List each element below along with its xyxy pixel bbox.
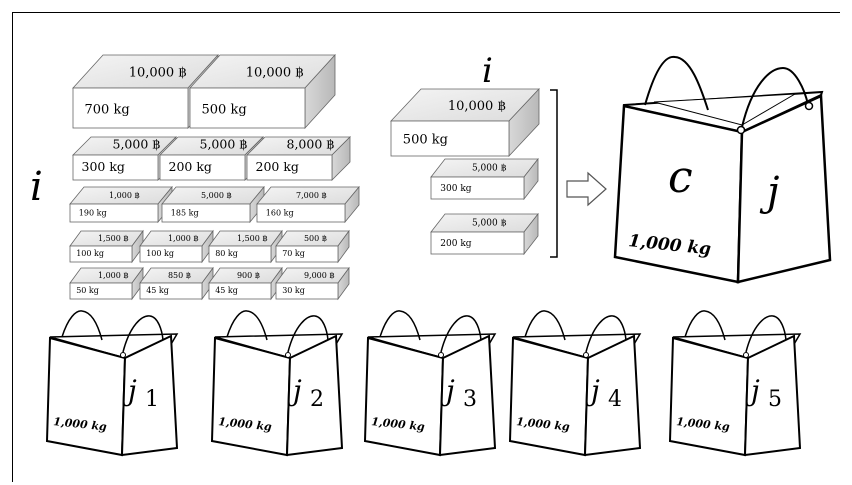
item-value: 850 ฿ xyxy=(168,271,191,280)
item-weight: 50 kg xyxy=(76,286,99,295)
item-weight: 500 kg xyxy=(403,132,448,147)
item-value: 900 ฿ xyxy=(237,271,260,280)
item-index-symbol-selected: i xyxy=(482,51,493,91)
item-value: 1,000 ฿ xyxy=(109,191,140,200)
selection-bracket xyxy=(550,90,557,257)
capacity-symbol: c xyxy=(668,152,693,203)
item-weight: 200 kg xyxy=(169,159,212,174)
selected-items: 10,000 ฿500 kg5,000 ฿300 kg5,000 ฿200 kg xyxy=(391,89,539,254)
bag-front-panel xyxy=(510,338,588,455)
selected-item-box: 10,000 ฿ 500 kg xyxy=(391,89,539,156)
item-value: 8,000 ฿ xyxy=(287,137,335,152)
item-value: 5,000 ฿ xyxy=(200,137,248,152)
bin-subscript: 4 xyxy=(608,387,622,412)
item-value: 10,000 ฿ xyxy=(246,65,304,80)
item-value: 9,000 ฿ xyxy=(304,271,335,280)
item-box: 500 ฿ 70 kg xyxy=(276,231,349,262)
bag-front-panel xyxy=(212,338,290,455)
selected-item-box: 5,000 ฿200 kg xyxy=(431,214,538,254)
item-weight: 200 kg xyxy=(256,159,299,174)
item-weight: 185 kg xyxy=(171,209,199,218)
item-weight: 100 kg xyxy=(146,249,174,258)
item-value: 1,000 ฿ xyxy=(98,271,129,280)
item-value: 5,000 ฿ xyxy=(201,191,232,200)
item-weight: 160 kg xyxy=(266,209,294,218)
bag-front-panel xyxy=(47,338,125,455)
item-box: 1,000 ฿ 100 kg xyxy=(140,231,213,262)
item-weight: 700 kg xyxy=(85,103,130,118)
item-weight: 100 kg xyxy=(76,249,104,258)
item-box: 5,000 ฿185 kg xyxy=(162,187,264,222)
item-box: 8,000 ฿ 200 kg xyxy=(247,137,350,180)
item-box: 1,500 ฿ 100 kg xyxy=(70,231,143,262)
item-box: 850 ฿ 45 kg xyxy=(140,268,213,299)
item-index-symbol-left: i xyxy=(30,164,43,210)
bag-front-panel xyxy=(670,338,748,455)
item-value: 1,500 ฿ xyxy=(237,234,268,243)
item-value: 500 ฿ xyxy=(304,234,327,243)
item-value: 10,000 ฿ xyxy=(129,65,187,80)
item-box: 10,000 ฿ 500 kg xyxy=(190,55,335,128)
item-weight: 70 kg xyxy=(282,249,305,258)
bags-row: j11,000 kg j21,000 kgj31,000 kgj41,000 kg… xyxy=(47,311,800,455)
item-weight: 45 kg xyxy=(146,286,169,295)
item-weight: 30 kg xyxy=(282,286,305,295)
item-value: 7,000 ฿ xyxy=(296,191,327,200)
right-arrow-icon xyxy=(567,173,606,205)
item-box: 900 ฿ 45 kg xyxy=(209,268,282,299)
item-box: 1,000 ฿ 50 kg xyxy=(70,268,143,299)
bin-subscript: 3 xyxy=(463,387,477,412)
item-weight: 500 kg xyxy=(202,103,247,118)
item-value: 1,500 ฿ xyxy=(98,234,129,243)
selected-item-box: 5,000 ฿300 kg xyxy=(431,159,538,199)
item-weight: 300 kg xyxy=(440,184,471,194)
item-box: 1,000 ฿190 kg xyxy=(70,187,172,222)
bin-subscript: 2 xyxy=(310,387,324,412)
item-box: 9,000 ฿ 30 kg xyxy=(276,268,349,299)
item-weight: 45 kg xyxy=(215,286,238,295)
item-weight: 190 kg xyxy=(79,209,107,218)
main-bag: c j 1,000 kg xyxy=(615,57,830,282)
item-weight: 300 kg xyxy=(82,159,125,174)
bin-subscript: 5 xyxy=(768,387,782,412)
item-value: 5,000 ฿ xyxy=(472,219,507,229)
item-value: 10,000 ฿ xyxy=(448,99,506,114)
item-box: 7,000 ฿160 kg xyxy=(257,187,359,222)
item-value: 5,000 ฿ xyxy=(113,137,161,152)
bag-front-panel xyxy=(365,338,443,455)
item-weight: 200 kg xyxy=(440,239,471,249)
items-grid: 10,000 ฿ 700 kg 10,000 ฿ 500 kg 5,000 ฿ 300 k… xyxy=(70,55,359,299)
item-value: 5,000 ฿ xyxy=(472,164,507,174)
bin-subscript: 1 xyxy=(145,387,159,412)
item-weight: 80 kg xyxy=(215,249,238,258)
item-value: 1,000 ฿ xyxy=(168,234,199,243)
item-box: 1,500 ฿ 80 kg xyxy=(209,231,282,262)
